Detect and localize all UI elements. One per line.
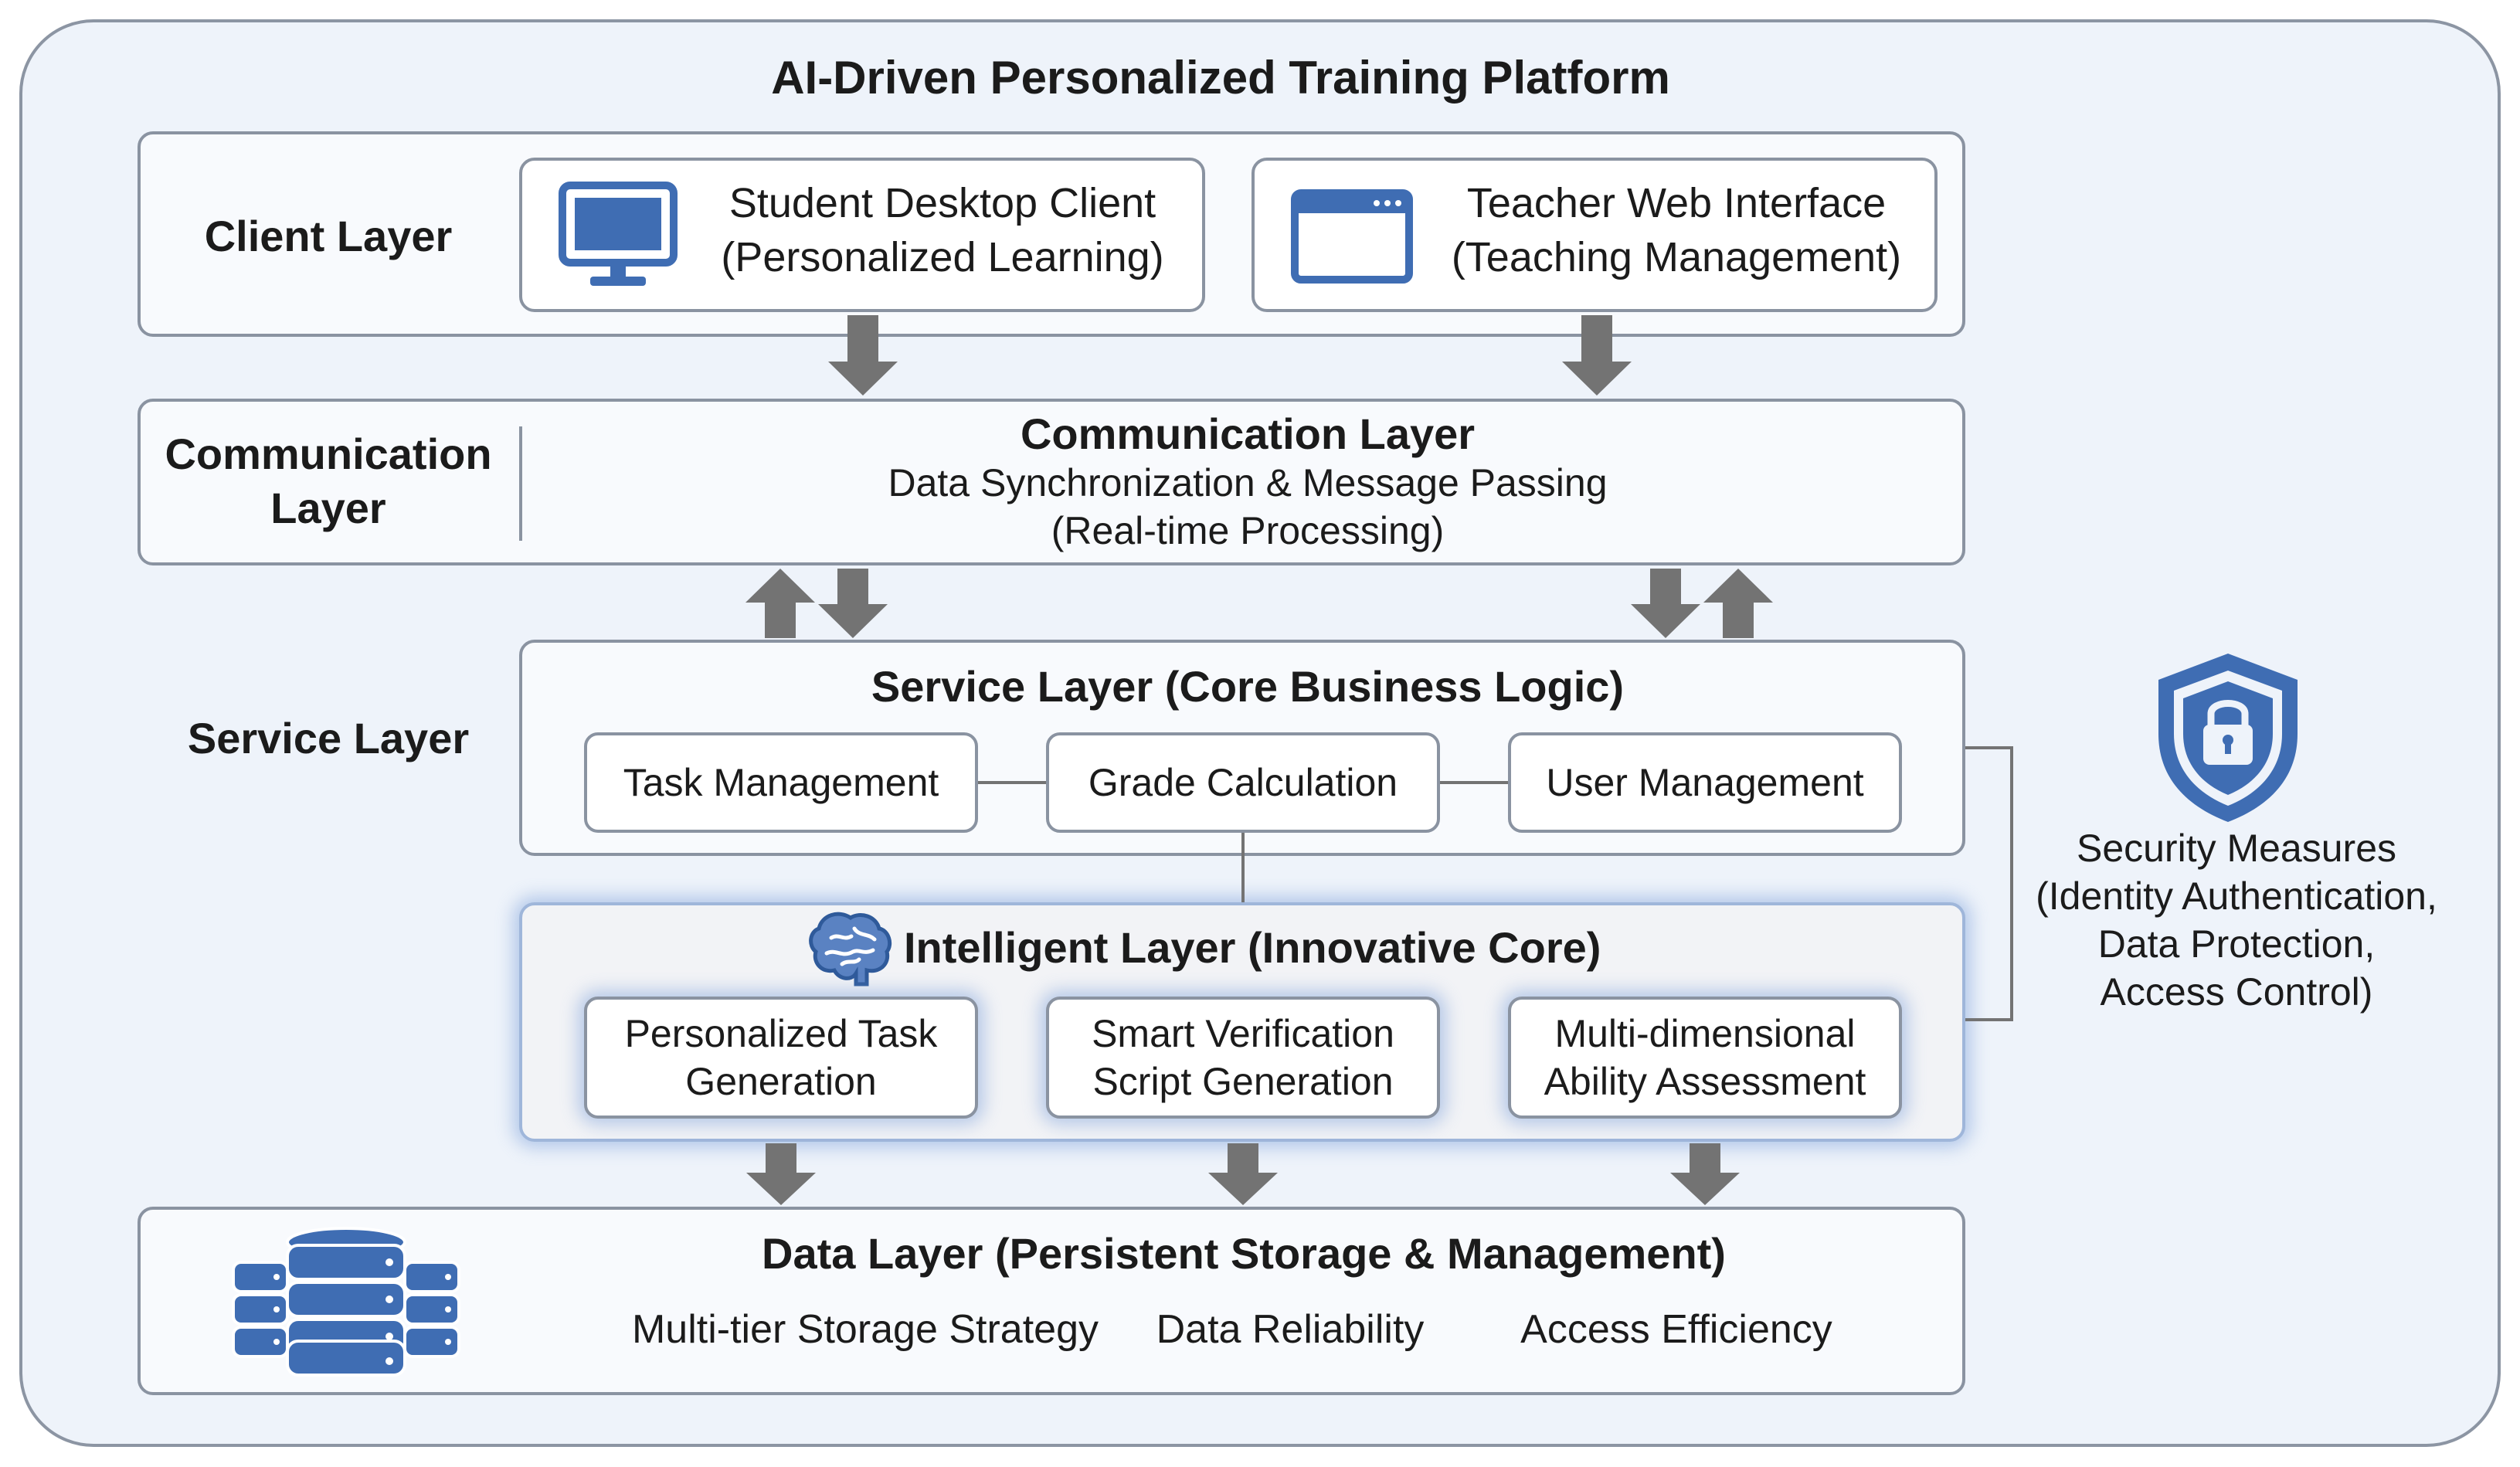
arrow-verification-to-data [1208, 1143, 1278, 1205]
arrow-student-to-communication [828, 315, 898, 396]
communication-layer-note: (Real-time Processing) [1051, 509, 1445, 552]
personalized-task-line1: Personalized Task [624, 1012, 938, 1055]
shield-lock-icon [2151, 649, 2305, 827]
database-icon [230, 1225, 462, 1380]
student-client-title: Student Desktop Client [728, 180, 1156, 226]
grade-calculation-box: Grade Calculation [1046, 732, 1440, 833]
task-management-box: Task Management [584, 732, 978, 833]
service-layer-title: Service Layer (Core Business Logic) [871, 661, 1625, 711]
brain-icon [808, 910, 893, 987]
monitor-icon [556, 179, 680, 294]
personalized-task-line2: Generation [685, 1060, 877, 1103]
arrow-task-generation-to-data [746, 1143, 816, 1205]
ability-assessment-box: Multi-dimensional Ability Assessment [1508, 997, 1902, 1119]
security-line3: Data Protection, [2097, 922, 2376, 966]
communication-layer-title: Communication Layer [1020, 409, 1476, 458]
arrow-down-right-communication-to-service [1631, 569, 1700, 638]
personalized-task-generation-box: Personalized Task Generation [584, 997, 978, 1119]
data-layer-item-storage: Multi-tier Storage Strategy [631, 1307, 1099, 1352]
security-line2: (Identity Authentication, [2036, 874, 2437, 918]
arrow-down-left-communication-to-service [818, 569, 888, 638]
arrow-teacher-to-communication [1562, 315, 1632, 396]
communication-layer-box [138, 399, 1965, 565]
arrow-up-right-service-to-communication [1703, 569, 1773, 638]
diagram-title: AI-Driven Personalized Training Platform [771, 51, 1670, 104]
client-layer-label: Client Layer [204, 211, 453, 260]
arrow-assessment-to-data [1670, 1143, 1740, 1205]
smart-verification-line2: Script Generation [1092, 1060, 1394, 1103]
teacher-interface-subtitle: (Teaching Management) [1451, 234, 1902, 280]
communication-layer-description: Data Synchronization & Message Passing [888, 461, 1608, 504]
arrow-up-left-service-to-communication [745, 569, 815, 638]
teacher-interface-title: Teacher Web Interface [1466, 180, 1887, 226]
security-line1: Security Measures [2076, 827, 2397, 870]
security-bracket [1965, 746, 2013, 1021]
data-layer-title: Data Layer (Persistent Storage & Managem… [762, 1228, 1726, 1278]
smart-verification-box: Smart Verification Script Generation [1046, 997, 1440, 1119]
browser-window-icon [1290, 188, 1414, 284]
student-client-subtitle: (Personalized Learning) [721, 234, 1164, 280]
communication-layer-label-line1: Communication [165, 429, 492, 478]
intelligent-layer-title: Intelligent Layer (Innovative Core) [904, 922, 1601, 972]
data-layer-item-efficiency: Access Efficiency [1520, 1307, 1832, 1352]
communication-layer-label-line2: Layer [270, 483, 386, 532]
data-layer-item-reliability: Data Reliability [1156, 1307, 1425, 1352]
ability-assessment-line1: Multi-dimensional [1554, 1012, 1856, 1055]
communication-divider [519, 426, 522, 541]
service-layer-label: Service Layer [187, 713, 470, 762]
user-management-box: User Management [1508, 732, 1902, 833]
ability-assessment-line2: Ability Assessment [1544, 1060, 1866, 1103]
security-line4: Access Control) [2100, 970, 2373, 1014]
smart-verification-line1: Smart Verification [1092, 1012, 1394, 1055]
